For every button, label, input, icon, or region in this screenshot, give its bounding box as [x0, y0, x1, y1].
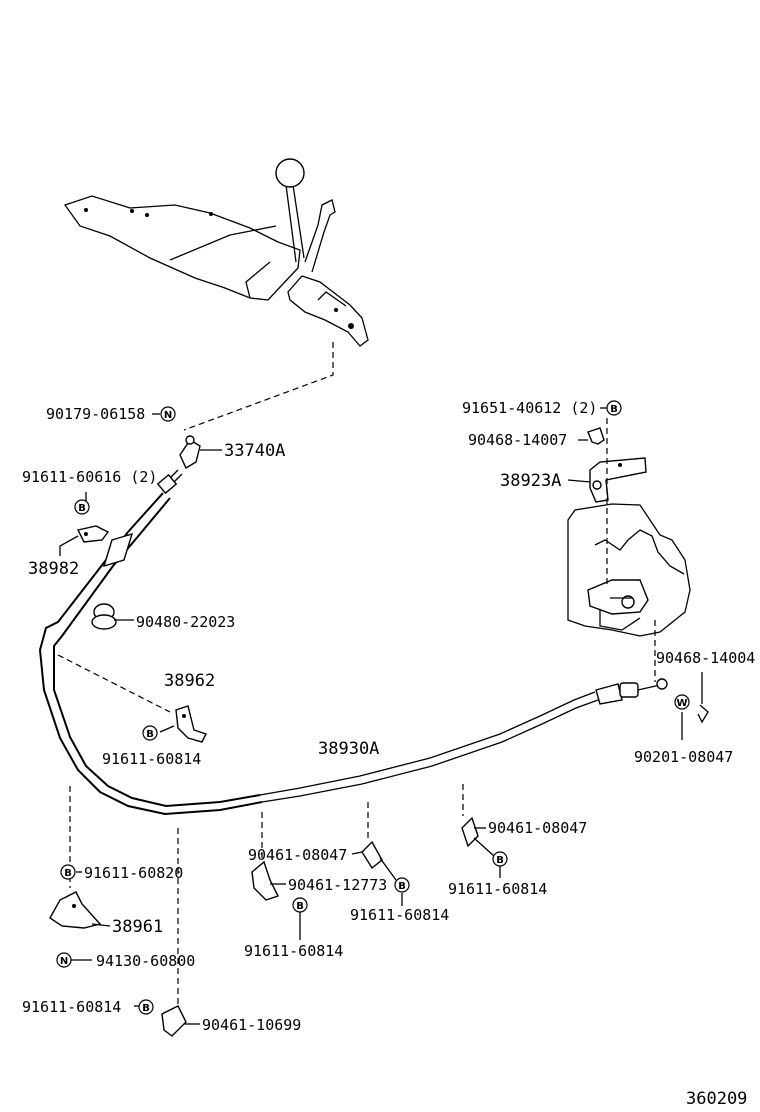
clip-90461-08047-b — [461, 816, 479, 848]
symbol-W: W — [674, 694, 690, 710]
svg-text:N: N — [60, 956, 68, 967]
svg-text:B: B — [496, 855, 504, 866]
svg-text:B: B — [142, 1003, 150, 1014]
label-90461-12773: 90461-12773 — [288, 876, 387, 894]
label-38982: 38982 — [28, 559, 79, 579]
label-90480-22023: 90480-22023 — [136, 613, 235, 631]
label-33740A: 33740A — [224, 441, 285, 461]
svg-text:B: B — [64, 868, 72, 879]
label-38930A: 38930A — [318, 739, 379, 759]
symbol-B-3: B — [60, 864, 76, 880]
label-90461-08047-b: 90461-08047 — [488, 819, 587, 837]
clip-90468-14007 — [587, 427, 605, 445]
svg-text:B: B — [146, 729, 154, 740]
svg-text:N: N — [164, 410, 172, 421]
cable-end-fitting — [156, 435, 222, 495]
label-91611-60814-e: 91611-60814 — [448, 880, 547, 898]
symbol-N-2: N — [56, 952, 72, 968]
symbol-B-2: B — [142, 725, 158, 741]
grommet-90480-22023 — [91, 603, 117, 630]
clamp-38982 — [76, 525, 110, 543]
leader-lines — [59, 407, 683, 1025]
bracket-38961 — [49, 891, 102, 929]
label-90461-08047-a: 90461-08047 — [248, 846, 347, 864]
label-90461-10699: 90461-10699 — [202, 1016, 301, 1034]
label-90179-06158: 90179-06158 — [46, 405, 145, 423]
label-38923A: 38923A — [500, 471, 561, 491]
diagram-id: 360209 — [686, 1089, 747, 1109]
label-90468-14004: 90468-14004 — [656, 649, 755, 667]
bracket-38962 — [175, 705, 207, 743]
label-38961: 38961 — [112, 917, 163, 937]
transmission-housing — [567, 503, 691, 637]
clip-90461-08047-a — [361, 840, 383, 870]
shift-cable — [38, 492, 668, 816]
svg-text:B: B — [398, 881, 406, 892]
symbol-N-1: N — [160, 406, 176, 422]
label-91611-60820: 91611-60820 — [84, 864, 183, 882]
svg-text:B: B — [78, 503, 86, 514]
label-91651-40612: 91651-40612 (2) — [462, 399, 597, 417]
label-91611-60814-c: 91611-60814 — [244, 942, 343, 960]
symbol-B-1: B — [74, 499, 90, 515]
svg-text:B: B — [610, 404, 618, 415]
symbol-B-6: B — [394, 877, 410, 893]
svg-text:W: W — [676, 698, 687, 709]
label-91611-60814-d: 91611-60814 — [350, 906, 449, 924]
label-38962: 38962 — [164, 671, 215, 691]
pin-90201-08047 — [697, 704, 709, 724]
label-91611-60814-b: 91611-60814 — [22, 998, 121, 1016]
symbol-B-5: B — [292, 897, 308, 913]
symbol-B-7: B — [492, 851, 508, 867]
clip-90461-10699 — [161, 1005, 187, 1037]
svg-text:B: B — [296, 901, 304, 912]
clip-90461-12773 — [251, 860, 279, 901]
label-91611-60814-a: 91611-60814 — [102, 750, 201, 768]
label-94130-60800: 94130-60800 — [96, 952, 195, 970]
symbol-B-8: B — [606, 400, 622, 416]
shift-lever-assembly — [63, 158, 369, 347]
label-90201-08047: 90201-08047 — [634, 748, 733, 766]
symbol-B-4: B — [138, 999, 154, 1015]
label-90468-14007: 90468-14007 — [468, 431, 567, 449]
bracket-38923A — [589, 457, 647, 503]
label-91611-60616: 91611-60616 (2) — [22, 468, 157, 486]
